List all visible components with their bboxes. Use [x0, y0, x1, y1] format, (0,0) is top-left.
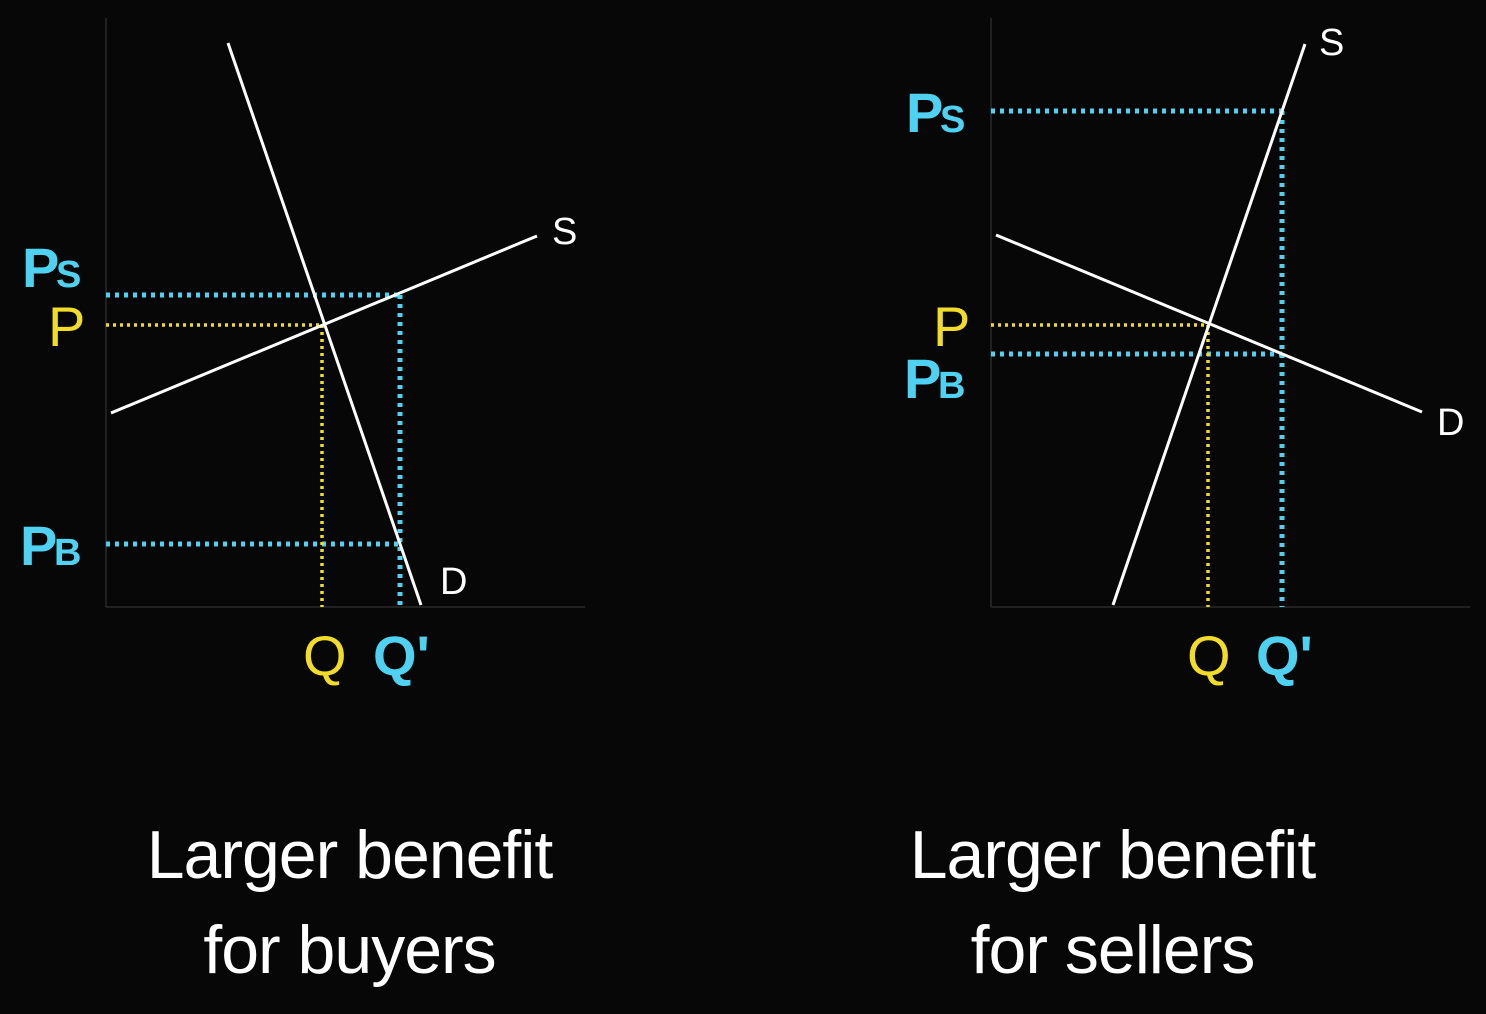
- quantity-new-label: Q': [1256, 624, 1313, 687]
- demand-label: D: [440, 561, 467, 603]
- price-buyer-label: P B: [20, 514, 81, 577]
- equilibrium-price-label: P: [933, 295, 970, 358]
- supply-curve: [1111, 43, 1307, 606]
- panel-sellers: S D P S P P B Q Q' Larger benefit for se…: [743, 0, 1486, 1014]
- price-seller-label: P S: [906, 81, 965, 144]
- svg-text:B: B: [54, 532, 81, 574]
- supply-label: S: [1319, 22, 1344, 64]
- supply-demand-diagram-sellers: S D P S P P B Q Q': [904, 18, 1470, 687]
- caption-line-2: for sellers: [970, 912, 1256, 988]
- supply-demand-diagram-buyers: S D P S P P B Q Q': [20, 18, 585, 687]
- quantity-new-label: Q': [373, 624, 430, 687]
- svg-text:S: S: [940, 99, 965, 141]
- caption-line-2: for buyers: [203, 912, 496, 988]
- supply-curve: [110, 234, 538, 415]
- price-seller-label: P S: [22, 236, 81, 299]
- svg-text:P: P: [20, 514, 57, 577]
- supply-label: S: [552, 211, 577, 253]
- caption-line-1: Larger benefit: [146, 817, 554, 893]
- svg-text:P: P: [22, 236, 59, 299]
- caption-sellers: Larger benefit for sellers: [741, 808, 1484, 998]
- caption-line-1: Larger benefit: [909, 817, 1317, 893]
- equilibrium-price-label: P: [48, 295, 85, 358]
- svg-text:P: P: [904, 347, 941, 410]
- equilibrium-quantity-label: Q: [1187, 624, 1231, 687]
- panel-buyers: S D P S P P B Q Q' Larger benefit for bu…: [0, 18, 721, 998]
- demand-label: D: [1437, 402, 1464, 444]
- price-buyer-label: P B: [904, 347, 965, 410]
- svg-text:S: S: [56, 254, 81, 296]
- equilibrium-quantity-label: Q: [303, 624, 347, 687]
- svg-text:B: B: [938, 365, 965, 407]
- caption-buyers: Larger benefit for buyers: [0, 808, 721, 998]
- svg-text:P: P: [906, 81, 943, 144]
